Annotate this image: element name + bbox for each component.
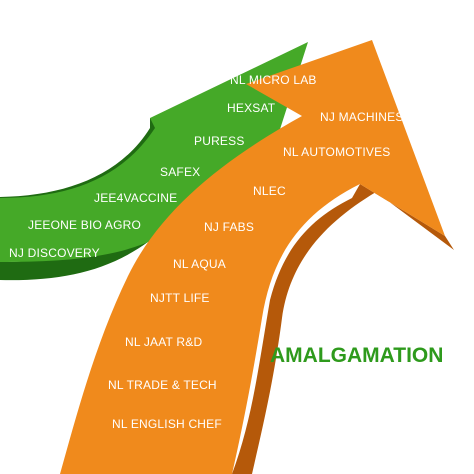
green-label: SAFEX (160, 165, 200, 179)
green-label: HEXSAT (227, 101, 276, 115)
diagram-title: AMALGAMATION (270, 344, 443, 367)
green-label: JEE4VACCINE (94, 191, 177, 205)
orange-label: NLEC (253, 184, 286, 198)
orange-label: NJTT LIFE (150, 291, 210, 305)
orange-arrow-body (60, 40, 445, 474)
orange-label: NL TRADE & TECH (108, 378, 217, 392)
green-label: NL MICRO LAB (230, 73, 317, 87)
green-label: PURESS (194, 134, 245, 148)
green-label: NJ DISCOVERY (9, 246, 100, 260)
orange-label: NJ MACHINES (320, 110, 404, 124)
orange-label: NL JAAT R&D (125, 335, 202, 349)
green-arrow-labels: NL MICRO LAB HEXSAT PURESS SAFEX JEE4VAC… (9, 73, 317, 260)
orange-label: NL ENGLISH CHEF (112, 417, 222, 431)
orange-label: NL AUTOMOTIVES (283, 145, 391, 159)
orange-arrow-labels: NJ MACHINES NL AUTOMOTIVES NLEC NJ FABS … (108, 110, 404, 431)
green-label: JEEONE BIO AGRO (28, 218, 141, 232)
orange-label: NL AQUA (173, 257, 226, 271)
green-arrow-body (0, 42, 308, 262)
orange-label: NJ FABS (204, 220, 254, 234)
orange-arrow-side (232, 184, 454, 474)
